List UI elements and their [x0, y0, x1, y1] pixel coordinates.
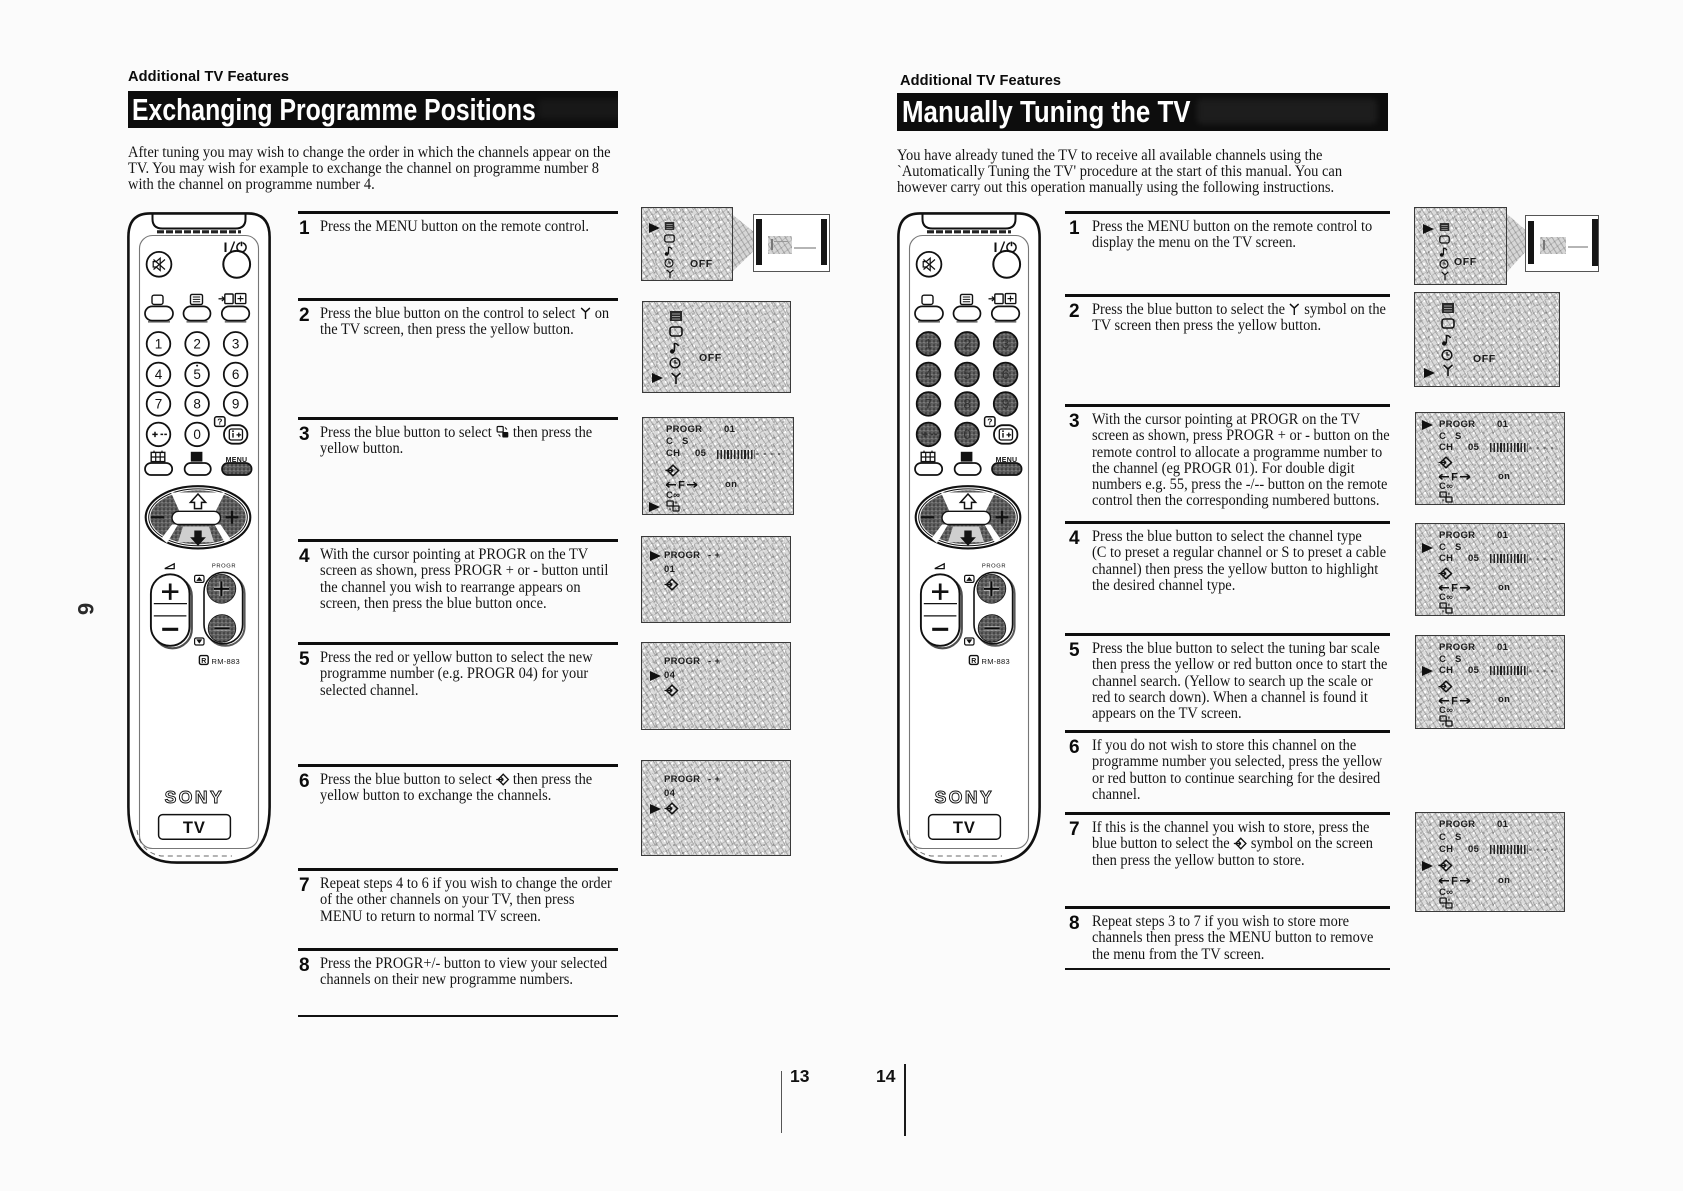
svg-text:1: 1: [925, 337, 933, 352]
svg-text:4: 4: [925, 367, 933, 382]
svg-text:1: 1: [155, 337, 163, 352]
svg-text:6: 6: [232, 367, 240, 382]
svg-text:0: 0: [193, 427, 201, 442]
svg-text:3: 3: [1002, 337, 1010, 352]
svg-text:7: 7: [155, 397, 163, 412]
svg-text:MENU: MENU: [226, 457, 248, 464]
svg-text:2: 2: [963, 337, 971, 352]
svg-text:F: F: [1451, 583, 1458, 594]
svg-text:PROGR: PROGR: [982, 564, 1006, 570]
svg-text:RM-883: RM-883: [212, 657, 240, 666]
svg-text:SONY: SONY: [935, 787, 995, 807]
svg-text:PROGR: PROGR: [212, 564, 236, 570]
svg-text:0: 0: [963, 427, 971, 442]
svg-text:6: 6: [1002, 367, 1010, 382]
svg-text:4: 4: [155, 367, 163, 382]
svg-text:F: F: [678, 480, 685, 491]
svg-text:TV: TV: [953, 819, 976, 837]
svg-text:?: ?: [217, 417, 222, 427]
svg-text:5: 5: [193, 367, 201, 382]
svg-text:R: R: [201, 658, 206, 665]
svg-text:F: F: [1451, 876, 1458, 887]
svg-text:TV: TV: [183, 819, 206, 837]
svg-text:5: 5: [963, 367, 971, 382]
svg-text:F: F: [1451, 472, 1458, 483]
svg-text:SONY: SONY: [165, 787, 225, 807]
svg-text:?: ?: [987, 417, 992, 427]
svg-text:9: 9: [232, 397, 240, 412]
svg-text:F: F: [1451, 696, 1458, 707]
svg-text:8: 8: [193, 397, 201, 412]
svg-text:RM-883: RM-883: [982, 657, 1010, 666]
svg-text:7: 7: [925, 397, 933, 412]
svg-text:R: R: [971, 658, 976, 665]
svg-text:MENU: MENU: [996, 457, 1018, 464]
svg-text:8: 8: [963, 397, 971, 412]
svg-text:3: 3: [232, 337, 240, 352]
svg-text:9: 9: [1002, 397, 1010, 412]
svg-text:2: 2: [193, 337, 201, 352]
